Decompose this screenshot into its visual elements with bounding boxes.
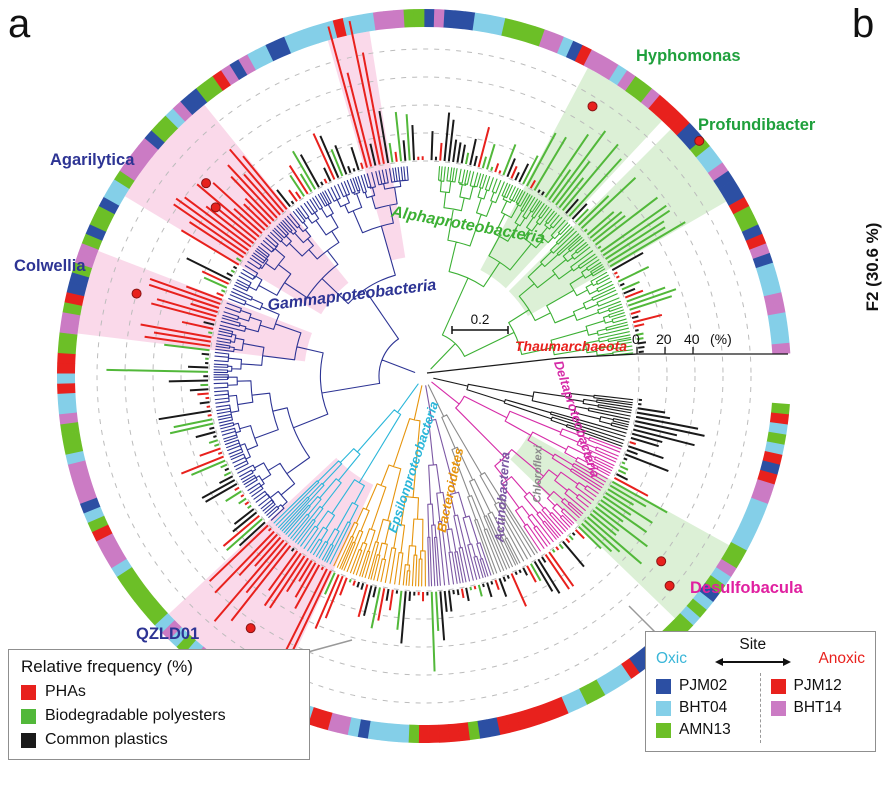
legend-item-pjm02: PJM02 [656, 677, 752, 695]
relative-frequency-legend: Relative frequency (%) PHAs Biodegradabl… [8, 649, 310, 760]
site-title: Site [739, 636, 767, 653]
phylogenetic-tree-branches [213, 166, 634, 587]
common-plastics-color-swatch [21, 732, 36, 748]
red-genome-dot-icon [201, 178, 212, 189]
relative-frequency-bars [106, 20, 705, 672]
phas-label: PHAs [45, 683, 86, 700]
phas-color-swatch [21, 684, 36, 700]
bht04-color-swatch [656, 700, 671, 716]
biodegradable-polyesters-label: Biodegradable polyesters [45, 707, 226, 724]
legend-item-bht14: BHT14 [770, 699, 866, 717]
red-genome-dot-icon [131, 288, 142, 299]
bht14-label: BHT14 [793, 699, 842, 716]
common-plastics-label: Common plastics [45, 731, 168, 748]
legend-item-pjm12: PJM12 [770, 677, 866, 695]
red-genome-dot-icon [245, 623, 256, 634]
site-legend-columns: PJM02 BHT04 AMN13 PJM12 BHT14 [656, 673, 865, 743]
red-genome-dot-icon [694, 135, 705, 146]
site-legend-header: Oxic Site Anoxic [656, 636, 865, 668]
anoxic-label: Anoxic [818, 650, 865, 667]
amn13-label: AMN13 [679, 721, 731, 738]
red-genome-dot-icon [664, 580, 675, 591]
legend-item-bht04: BHT04 [656, 699, 752, 717]
bar-axis [426, 347, 788, 374]
percentage-gridlines [96, 48, 752, 704]
legend-item-common-plastics: Common plastics [21, 731, 297, 749]
legend-item-phas: PHAs [21, 683, 297, 701]
pjm12-label: PJM12 [793, 677, 842, 694]
legend-item-amn13: AMN13 [656, 721, 752, 739]
biodegradable-polyesters-color-swatch [21, 708, 36, 724]
bht04-label: BHT04 [679, 699, 728, 716]
red-genome-dot-icon [587, 101, 598, 112]
amn13-color-swatch [656, 722, 671, 738]
pjm02-label: PJM02 [679, 677, 728, 694]
legend-item-biodegradable-polyesters: Biodegradable polyesters [21, 707, 297, 725]
oxic-sites-column: PJM02 BHT04 AMN13 [656, 673, 761, 743]
scale-bar [451, 326, 509, 334]
genome-marker-dots [131, 101, 705, 634]
bht14-color-swatch [770, 700, 786, 716]
site-color-ring [56, 8, 791, 744]
relative-frequency-legend-title: Relative frequency (%) [21, 657, 193, 676]
site-legend: Oxic Site Anoxic PJM02 BHT04 AMN13 [645, 631, 876, 752]
pjm12-color-swatch [770, 678, 786, 694]
legend-connector-lines [307, 605, 662, 653]
oxic-label: Oxic [656, 650, 687, 667]
pjm02-color-swatch [656, 678, 671, 694]
oxic-anoxic-arrow-icon [714, 657, 791, 666]
red-genome-dot-icon [656, 556, 667, 567]
anoxic-sites-column: PJM12 BHT14 [761, 673, 866, 743]
site-title-group: Site [714, 636, 791, 666]
red-genome-dot-icon [210, 202, 221, 213]
